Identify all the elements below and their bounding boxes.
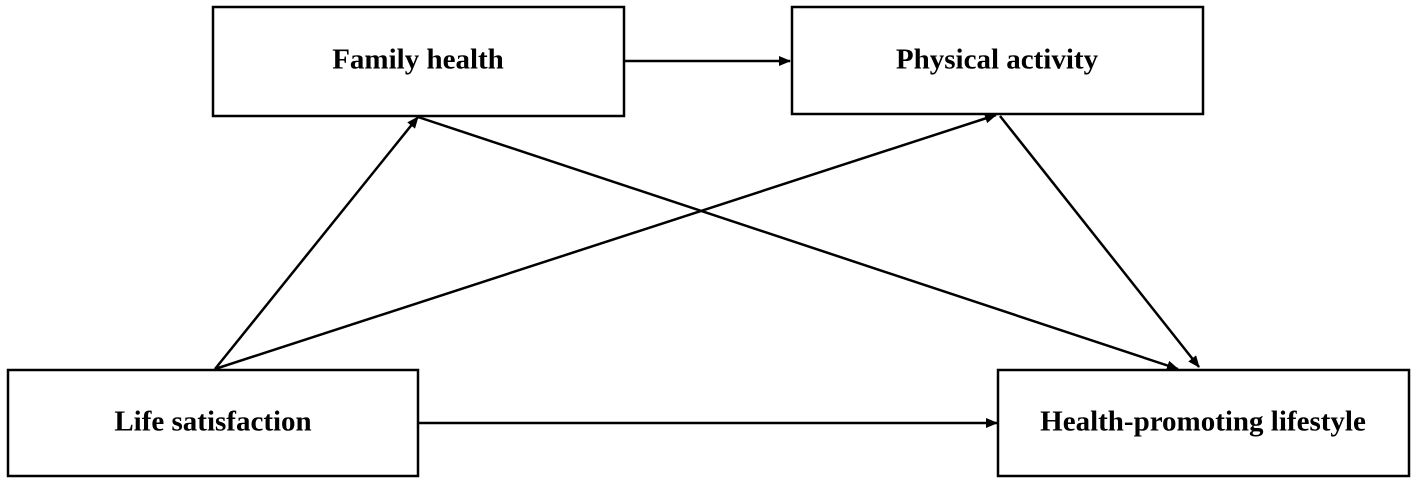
node-life-satisfaction: Life satisfaction: [6, 368, 420, 478]
node-label-family-health: Family health: [332, 44, 504, 76]
node-label-life-satisfaction: Life satisfaction: [114, 406, 311, 438]
edges: [214, 56, 1200, 428]
node-box-family-health: [211, 5, 626, 118]
edge-family-health-to-health-promoting-lifestyle: [417, 115, 1179, 371]
node-label-health-promoting-lifestyle: Health-promoting lifestyle: [1040, 406, 1366, 438]
node-box-life-satisfaction: [6, 368, 420, 478]
edge-life-satisfaction-to-family-health: [214, 116, 419, 370]
node-box-health-promoting-lifestyle: [996, 368, 1411, 478]
edge-life-satisfaction-to-physical-activity: [214, 113, 997, 371]
node-health-promoting-lifestyle: Health-promoting lifestyle: [996, 368, 1411, 478]
node-physical-activity: Physical activity: [790, 5, 1205, 116]
edge-physical-activity-to-health-promoting-lifestyle: [999, 115, 1200, 368]
node-box-physical-activity: [790, 5, 1205, 116]
node-family-health: Family health: [211, 5, 626, 118]
node-label-physical-activity: Physical activity: [896, 44, 1099, 76]
